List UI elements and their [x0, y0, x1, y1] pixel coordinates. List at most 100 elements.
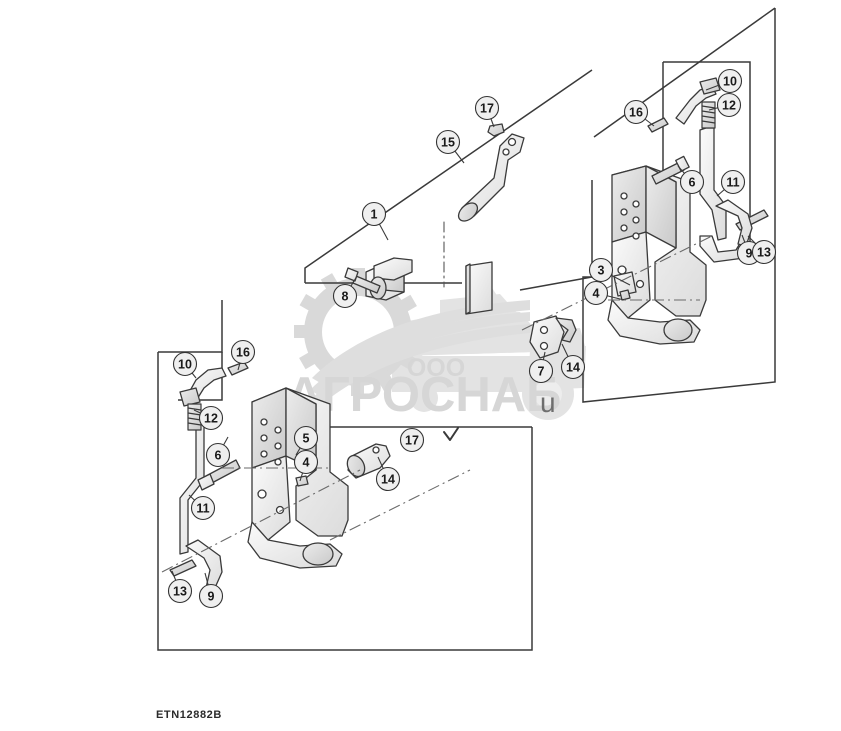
nut-17-bottom: [443, 427, 459, 441]
callout-label: 10: [723, 75, 737, 89]
nut-17-top: [487, 123, 505, 137]
callout-bubble[interactable]: [528, 358, 554, 384]
callout-16[interactable]: 16: [623, 99, 655, 127]
bracket-7: [529, 315, 565, 359]
callout-5[interactable]: 5: [293, 425, 319, 456]
assembly-lower-left: [169, 361, 459, 591]
callout-10[interactable]: 10: [172, 351, 198, 379]
callout-label: 15: [441, 136, 455, 150]
callout-bubble[interactable]: [172, 351, 198, 377]
callout-label: 16: [629, 106, 643, 120]
callout-15[interactable]: 15: [435, 129, 465, 164]
watermark-brand: АГРОСНАБ: [287, 368, 562, 422]
assembly-upper-right: [529, 77, 769, 359]
callout-17[interactable]: 17: [399, 427, 425, 453]
callout-label: 9: [746, 247, 753, 261]
assembly-center: [344, 123, 525, 315]
callout-bubble[interactable]: [375, 466, 401, 492]
callout-label: 11: [726, 176, 739, 190]
callout-bubble[interactable]: [198, 405, 224, 431]
axis-upper-right: [521, 235, 713, 331]
callout-bubble[interactable]: [720, 169, 746, 195]
callout-label: 6: [215, 449, 222, 463]
panel-center-right: [519, 180, 593, 291]
callout-6[interactable]: 6: [205, 436, 231, 468]
callout-bubble[interactable]: [560, 354, 586, 380]
callout-bubble[interactable]: [751, 239, 777, 265]
axis-lower-right: [329, 469, 471, 541]
callout-label: 14: [566, 361, 580, 375]
callout-label: 10: [178, 358, 192, 372]
callout-label: 1: [371, 208, 378, 222]
nut-4-right: [619, 289, 631, 301]
callout-1[interactable]: 1: [361, 201, 389, 241]
callout-bubble[interactable]: [361, 201, 387, 227]
callout-bubble[interactable]: [293, 425, 319, 451]
callout-label: 12: [722, 99, 736, 113]
callout-bubble[interactable]: [190, 495, 216, 521]
callout-14[interactable]: 14: [560, 343, 586, 380]
callout-bubble[interactable]: [679, 169, 705, 195]
figure-code: ETN12882B: [156, 709, 222, 721]
callout-bubble[interactable]: [332, 283, 358, 309]
callout-3[interactable]: 3: [588, 257, 631, 286]
callout-bubble[interactable]: [716, 92, 742, 118]
callout-bubble[interactable]: [230, 339, 256, 365]
callout-label: 4: [303, 456, 310, 470]
callout-label: 17: [405, 434, 419, 448]
callout-17[interactable]: 17: [474, 95, 500, 128]
callout-bubble[interactable]: [435, 129, 461, 155]
callout-label: 6: [689, 176, 696, 190]
callout-label: 11: [196, 502, 209, 516]
panel-outlines: [157, 7, 776, 651]
callout-bubble[interactable]: [588, 257, 614, 283]
callout-8[interactable]: 8: [332, 275, 358, 309]
panel-right-inner: [663, 61, 751, 246]
callout-4[interactable]: 4: [293, 449, 319, 482]
callout-label: 16: [236, 346, 250, 360]
callout-13[interactable]: 13: [167, 570, 193, 604]
callout-bubble[interactable]: [198, 583, 224, 609]
callout-label: 13: [757, 246, 771, 260]
callout-12[interactable]: 12: [193, 405, 224, 431]
callout-16[interactable]: 16: [230, 339, 256, 371]
callout-6[interactable]: 6: [677, 165, 705, 195]
linkage-arm-left: [179, 421, 205, 555]
callout-bubble[interactable]: [293, 449, 319, 475]
callout-label: 14: [381, 473, 395, 487]
callout-label: 8: [342, 290, 349, 304]
callout-label: 13: [173, 585, 187, 599]
callout-11[interactable]: 11: [188, 494, 216, 521]
callout-bubble[interactable]: [623, 99, 649, 125]
callout-bubble[interactable]: [205, 442, 231, 468]
callout-label: 5: [303, 432, 310, 446]
plate-3-right: [613, 271, 637, 297]
pin-14-right: [555, 317, 577, 343]
callout-10[interactable]: 10: [705, 68, 743, 94]
center-plate-2: [404, 268, 462, 296]
callout-12[interactable]: 12: [708, 92, 742, 118]
watermark-org: ООО: [407, 354, 465, 382]
spring-12-right: [701, 101, 716, 129]
pin-13-left: [169, 559, 197, 577]
callout-7[interactable]: 7: [528, 351, 554, 384]
callout-14[interactable]: 14: [375, 456, 401, 492]
callout-bubble[interactable]: [583, 280, 609, 306]
callout-4[interactable]: 4: [583, 280, 625, 306]
callout-11[interactable]: 11: [716, 169, 746, 197]
axis-lower-left: [161, 469, 361, 573]
callout-label: 4: [593, 287, 600, 301]
watermark-url-fragment: u: [540, 387, 556, 418]
callout-13[interactable]: 13: [747, 235, 777, 265]
callout-9[interactable]: 9: [198, 572, 224, 609]
callout-label: 3: [598, 264, 605, 278]
callout-bubble[interactable]: [717, 68, 743, 94]
callout-bubble[interactable]: [474, 95, 500, 121]
panel-lower-left: [158, 300, 223, 353]
nut-4-left: [295, 475, 309, 487]
callout-bubble[interactable]: [167, 578, 193, 604]
panel-lower-left-main: [157, 352, 533, 651]
callout-bubble[interactable]: [399, 427, 425, 453]
